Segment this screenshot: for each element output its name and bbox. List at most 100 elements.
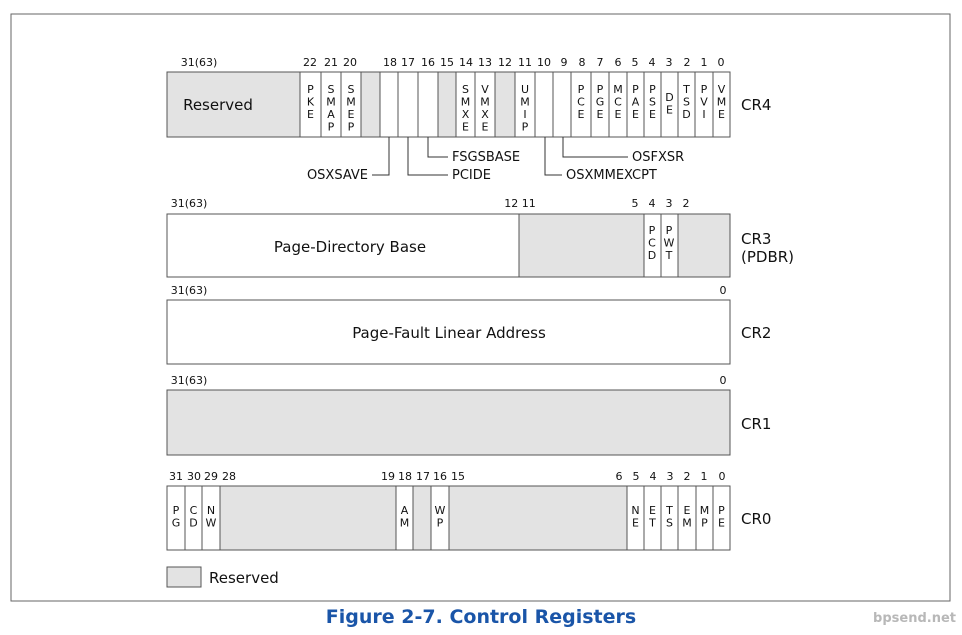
cr4-field-umip-char: I — [523, 108, 526, 121]
cr4-field-smap-char: M — [326, 96, 336, 109]
cr0-field-em: EM — [682, 504, 692, 530]
cr4-reserved-label: Reserved — [183, 96, 253, 114]
cr4-field-pce-char: E — [578, 108, 585, 121]
cr4-field-vme-char: V — [718, 83, 726, 96]
cr4-bit-number: 12 — [498, 56, 512, 69]
fsgsbase-leader — [427, 137, 448, 158]
cr4-field-de-char: E — [666, 104, 673, 117]
cr4-bit-number: 7 — [597, 56, 604, 69]
cr4-field-cell — [534, 71, 554, 138]
cr4-field-cell — [712, 71, 731, 138]
cr4-bit-number: 17 — [401, 56, 415, 69]
cr0-field-pg-char: G — [172, 517, 181, 530]
cr3-field-pwt-char: P — [666, 224, 673, 237]
osfxsr-callout: OSFXSR — [632, 150, 684, 165]
cr4-field-de: DE — [665, 91, 673, 117]
cr4-bit-number: 31(63) — [181, 56, 218, 69]
cr0-bit-number: 5 — [633, 470, 640, 483]
cr0-field-nw-char: W — [206, 517, 217, 530]
cr4-bit-number: 1 — [701, 56, 708, 69]
figure-frame — [10, 13, 951, 602]
cr0-field-wp-char: W — [435, 504, 446, 517]
cr3-bit-number: 2 — [683, 197, 690, 210]
cr4-bit-number: 0 — [718, 56, 725, 69]
cr4-field-umip-char: U — [521, 83, 529, 96]
cr0-field-am-char: M — [400, 517, 410, 530]
cr3-bit-number: 5 — [632, 197, 639, 210]
cr4-field-smap-char: P — [328, 121, 335, 134]
cr4-field-pce-char: P — [578, 83, 585, 96]
cr1-reserved-cell — [166, 389, 731, 456]
cr3-field-pcd-char: D — [648, 249, 656, 262]
cr0-reserved-cell — [219, 485, 397, 551]
cr4-field-pse: PSE — [649, 83, 656, 121]
cr0-bit-number: 6 — [616, 470, 623, 483]
cr4-bit-number: 16 — [421, 56, 435, 69]
osxsave-callout: OSXSAVE — [307, 168, 368, 183]
cr0-field-cell — [712, 485, 731, 551]
cr2-bit-number: 0 — [720, 284, 727, 297]
cr4-field-mce-char: M — [613, 83, 623, 96]
cr0-bit-number: 15 — [451, 470, 465, 483]
cr4-reserved-cell — [360, 71, 381, 138]
cr4-field-pae-char: E — [632, 108, 639, 121]
cr0-bit-number: 3 — [667, 470, 674, 483]
cr0-bit-number: 2 — [684, 470, 691, 483]
cr4-reserved-cell — [166, 71, 301, 138]
cr0-field-ne-char: N — [631, 504, 639, 517]
cr2-label: Page-Fault Linear Address — [352, 324, 546, 342]
cr0-bit-number: 18 — [398, 470, 412, 483]
cr0-field-et-char: E — [649, 504, 656, 517]
cr4-field-pae-char: A — [632, 96, 640, 109]
cr1-name: CR1 — [741, 415, 771, 433]
cr4-field-pvi-char: V — [700, 96, 708, 109]
cr0-field-cd-char: C — [190, 504, 198, 517]
cr4-bit-number: 13 — [478, 56, 492, 69]
cr3-field-pwt: PWT — [664, 224, 675, 262]
cr4-bit-number: 6 — [615, 56, 622, 69]
osxmmexcpt-leader — [544, 137, 562, 176]
cr0-field-pe: PE — [718, 504, 725, 530]
cr4-bit-number: 21 — [324, 56, 338, 69]
cr0-field-cd-char: D — [189, 517, 197, 530]
cr4-bit-number: 15 — [440, 56, 454, 69]
cr4-reserved-cell — [494, 71, 516, 138]
cr3-bit-number: 31(63) — [171, 197, 208, 210]
cr0-bit-number: 17 — [416, 470, 430, 483]
cr4-field-smxe-char: E — [462, 121, 469, 134]
cr0-field-wp-char: P — [437, 517, 444, 530]
cr4-bit-number: 14 — [459, 56, 473, 69]
legend-reserved-label: Reserved — [209, 569, 279, 587]
cr0-reserved-cell — [412, 485, 432, 551]
cr0-field-em-char: E — [684, 504, 691, 517]
cr0-bit-number: 1 — [701, 470, 708, 483]
cr0-field-nw: NW — [206, 504, 217, 530]
cr3-reserved-cell — [677, 213, 731, 278]
cr0-bit-number: 0 — [719, 470, 726, 483]
cr4-field-vmxe-char: X — [481, 108, 489, 121]
cr3-field-pwt-char: T — [665, 249, 673, 262]
cr0-field-wp: WP — [435, 504, 446, 530]
cr4-field-smep-char: E — [348, 108, 355, 121]
cr4-field-tsd-char: D — [682, 108, 690, 121]
cr4-field-pse-char: P — [649, 83, 656, 96]
cr0-field-ne: NE — [631, 504, 639, 530]
cr4-field-smap-char: S — [328, 83, 335, 96]
cr4-field-smep-char: S — [348, 83, 355, 96]
osxsave-leader — [372, 137, 390, 176]
cr4-field-smep-char: M — [346, 96, 356, 109]
cr3-bit-number: 4 — [649, 197, 656, 210]
cr4-field-cell — [417, 71, 439, 138]
cr0-field-pg-char: P — [173, 504, 180, 517]
cr0-field-et-char: T — [648, 517, 656, 530]
cr4-field-umip-char: M — [520, 96, 530, 109]
cr0-field-mp-char: P — [701, 517, 708, 530]
cr4-field-vmxe-char: E — [482, 121, 489, 134]
cr4-field-tsd-char: T — [682, 83, 690, 96]
cr0-bit-number: 28 — [222, 470, 236, 483]
